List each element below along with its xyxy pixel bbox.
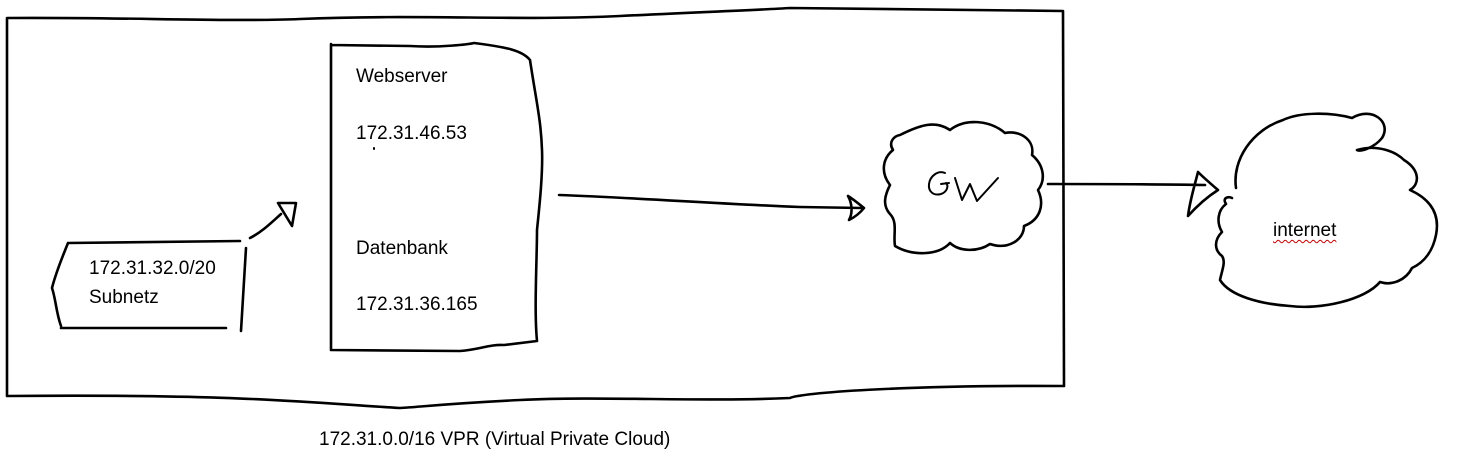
- internet-cloud: [1214, 112, 1439, 309]
- webserver-ip-label: 172.31.46.53: [356, 123, 467, 144]
- server-box: [329, 41, 544, 353]
- gateway-handwriting-g: [927, 171, 950, 196]
- vpc-boundary: [5, 6, 1066, 410]
- subnet-box: [50, 239, 248, 333]
- database-ip-label: 172.31.36.165: [356, 294, 478, 315]
- gateway-handwriting-w: [954, 177, 999, 202]
- gateway-cloud: [882, 120, 1045, 255]
- webserver-label: Webserver: [356, 66, 448, 87]
- server-to-gateway-arrow: [557, 193, 866, 222]
- internet-label: internet: [1273, 221, 1336, 240]
- gateway-to-internet-arrow: [1046, 170, 1220, 218]
- database-label: Datenbank: [356, 238, 448, 259]
- subnet-name-label: Subnetz: [89, 287, 159, 308]
- subnet-to-server-arrow: [248, 201, 298, 240]
- internet-label-text: internet: [1273, 220, 1337, 241]
- vpc-caption: 172.31.0.0/16 VPR (Virtual Private Cloud…: [319, 429, 671, 450]
- subnet-cidr-label: 172.31.32.0/20: [89, 258, 216, 279]
